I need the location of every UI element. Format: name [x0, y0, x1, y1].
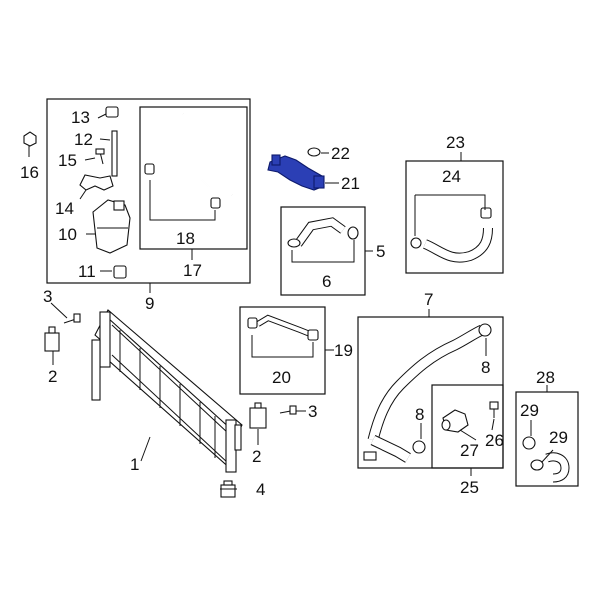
callout-29-lower: 29: [549, 428, 568, 447]
callout-27: 27: [460, 441, 479, 460]
callout-26: 26: [485, 431, 504, 450]
bolt-left: [63, 313, 81, 324]
hose-clamp-bottom-7: [412, 440, 426, 454]
group-box-23: [405, 160, 504, 274]
callout-16: 16: [20, 163, 39, 182]
callout-17: 17: [183, 261, 202, 280]
group-box-9: [46, 98, 251, 284]
callout-8-upper: 8: [481, 358, 490, 377]
hose-clamp-left-5: [287, 238, 301, 248]
callout-2-left: 2: [48, 367, 57, 386]
callout-7: 7: [424, 290, 433, 309]
callout-11: 11: [78, 262, 96, 281]
thermostat-housing: [267, 154, 325, 191]
fitting-bolt: [489, 401, 499, 418]
callout-5: 5: [376, 242, 385, 261]
callout-15: 15: [58, 151, 77, 170]
clamp-28-lower: [530, 459, 544, 471]
hose-clamp-right-17: [210, 197, 221, 209]
hose-clamp-right-19: [307, 329, 319, 341]
callout-8-lower: 8: [415, 405, 424, 424]
callout-22: 22: [331, 144, 350, 163]
callout-23: 23: [446, 133, 465, 152]
hose-28: [545, 452, 570, 483]
hose-clamp-left-23: [410, 237, 422, 249]
callout-3-left: 3: [43, 287, 52, 306]
group-box-25: [431, 384, 504, 469]
callout-2-right: 2: [252, 447, 261, 466]
group-box-17: [139, 106, 248, 250]
hose-23: [422, 227, 493, 263]
reservoir-cap: [105, 106, 119, 118]
outlet-fitting: [441, 409, 469, 433]
radiator: [91, 309, 243, 473]
bypass-hose-19: [256, 314, 312, 337]
overflow-pipe: [111, 130, 118, 177]
mount-cushion: [220, 480, 236, 498]
hose-clamp-left-19: [247, 317, 258, 329]
callout-29-upper: 29: [520, 401, 539, 420]
reservoir-grommet: [113, 265, 127, 279]
callout-19: 19: [334, 341, 353, 360]
hose-clamp-right-5: [347, 226, 359, 240]
reservoir-bracket: [79, 174, 114, 191]
coolant-reservoir: [92, 199, 131, 254]
hose-clamp-top-7: [478, 323, 492, 337]
callout-3-right: 3: [308, 402, 317, 421]
clamp-28-upper: [522, 436, 536, 450]
reservoir-hose: [162, 113, 233, 196]
callout-24: 24: [442, 167, 461, 186]
hose-clamp-left-17: [144, 163, 155, 175]
callout-20: 20: [272, 368, 291, 387]
upper-hose-5: [294, 217, 346, 247]
callout-21: 21: [341, 174, 360, 193]
callout-13: 13: [71, 108, 90, 127]
callout-25: 25: [460, 478, 479, 497]
callout-12: 12: [74, 130, 93, 149]
callout-4: 4: [256, 480, 265, 499]
reservoir-bolt: [95, 148, 105, 165]
mount-bracket-right: [249, 402, 267, 429]
bolt-right: [279, 405, 297, 415]
lower-hose-7: [363, 324, 485, 463]
mount-bracket-left: [44, 326, 60, 352]
hose-clamp-right-23: [480, 207, 492, 219]
callouts: 1 2 2 3 3 4 5 6 7 8 8 9 10 11 12 13 14 1…: [20, 108, 568, 499]
callout-6: 6: [322, 272, 331, 291]
nut-16: [23, 131, 37, 147]
callout-10: 10: [58, 225, 77, 244]
callout-14: 14: [55, 199, 74, 218]
callout-9: 9: [145, 294, 154, 313]
callout-1: 1: [130, 455, 139, 474]
callout-18: 18: [176, 229, 195, 248]
gasket: [307, 147, 321, 157]
callout-28: 28: [536, 368, 555, 387]
leader-lines: [28, 113, 554, 490]
